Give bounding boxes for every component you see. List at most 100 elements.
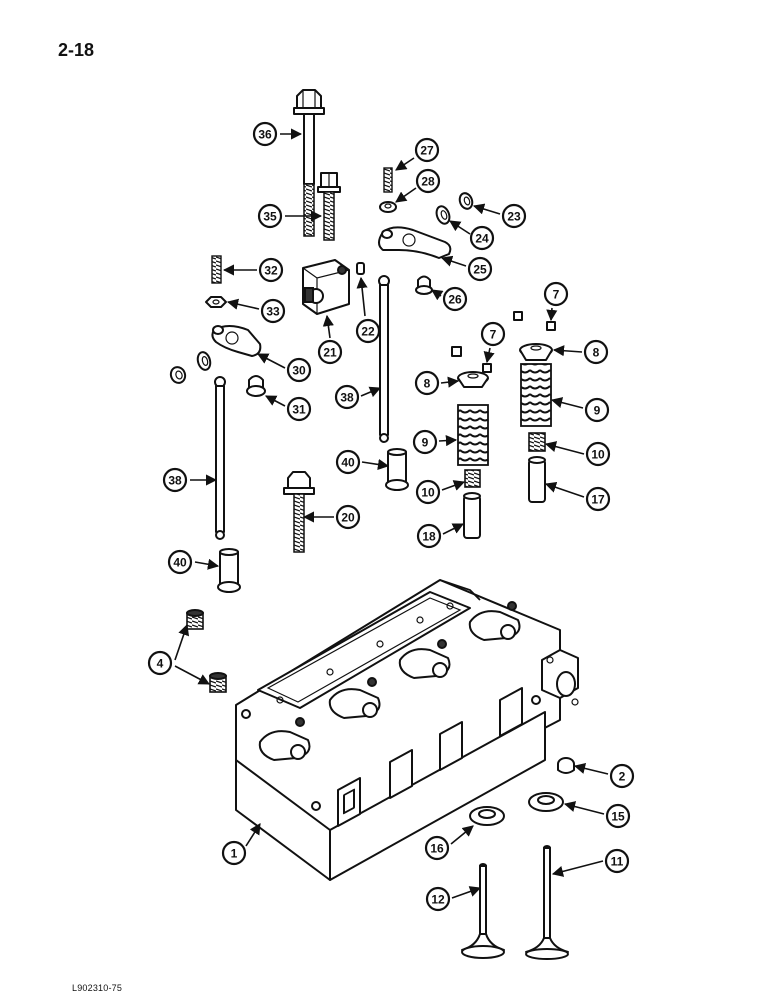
callout-number: 27 xyxy=(420,144,434,158)
callout-number: 30 xyxy=(292,364,306,378)
leader-line-7 xyxy=(546,307,558,322)
leader-line-12 xyxy=(451,886,482,899)
callout-20: 20 xyxy=(335,504,361,530)
part-head-bolt xyxy=(283,471,315,553)
part-exhaust-valve xyxy=(525,845,569,960)
callout-number: 8 xyxy=(424,377,431,391)
callout-10: 10 xyxy=(415,479,441,505)
leader-line-9 xyxy=(438,435,458,447)
part-spring-retainer-left xyxy=(457,371,489,388)
callout-number: 36 xyxy=(258,128,272,142)
part-washer-left xyxy=(196,351,212,371)
callout-number: 4 xyxy=(157,657,164,671)
leader-line-28 xyxy=(395,187,417,203)
part-valve-spring-left xyxy=(457,404,489,466)
part-cylinder-head xyxy=(235,579,579,881)
part-tappet-right xyxy=(385,448,409,491)
part-bolt-short xyxy=(317,172,341,241)
part-rocker-support xyxy=(302,259,350,315)
figure-code: L902310-75 xyxy=(72,983,123,993)
part-plug-lower xyxy=(209,672,227,693)
part-valve-guide-right xyxy=(528,456,546,503)
callout-35: 35 xyxy=(257,203,283,229)
leader-line-4 xyxy=(174,623,190,661)
callout-31: 31 xyxy=(286,396,312,422)
leader-line-8 xyxy=(552,345,583,357)
callout-9: 9 xyxy=(584,397,610,423)
callout-40: 40 xyxy=(335,449,361,475)
callout-number: 11 xyxy=(611,855,624,869)
callout-number: 7 xyxy=(553,288,560,302)
part-valve-seal-right xyxy=(528,432,546,452)
leader-line-2 xyxy=(573,762,609,775)
leader-line-9 xyxy=(550,397,584,409)
part-valve-keepers-right xyxy=(513,311,556,331)
leader-line-38 xyxy=(360,386,382,398)
callout-38: 38 xyxy=(162,467,188,493)
part-plug-upper xyxy=(186,609,204,630)
callout-27: 27 xyxy=(414,137,440,163)
callout-number: 9 xyxy=(422,436,429,450)
callout-number: 38 xyxy=(340,391,354,405)
leader-line-15 xyxy=(563,801,605,815)
callout-4: 4 xyxy=(147,650,173,676)
callout-number: 32 xyxy=(264,264,278,278)
callout-7: 7 xyxy=(480,321,506,347)
callout-number: 8 xyxy=(593,346,600,360)
part-valve-spring-right xyxy=(520,363,552,427)
callout-number: 2 xyxy=(619,770,626,784)
callout-number: 40 xyxy=(173,556,187,570)
callout-25: 25 xyxy=(467,256,493,282)
leader-line-10 xyxy=(544,441,585,455)
callout-9: 9 xyxy=(412,429,438,455)
part-retaining-ring-left xyxy=(169,366,187,384)
leader-line-27 xyxy=(395,157,415,171)
leader-line-23 xyxy=(472,203,501,215)
leader-line-24 xyxy=(449,220,471,235)
part-long-bolt xyxy=(293,89,325,237)
leader-line-1 xyxy=(245,823,261,847)
leader-line-16 xyxy=(450,825,474,845)
part-valve-guide-left xyxy=(463,492,481,539)
callout-number: 7 xyxy=(490,328,497,342)
leader-line-31 xyxy=(265,395,286,407)
callout-23: 23 xyxy=(501,203,527,229)
callout-number: 25 xyxy=(473,263,487,277)
callout-28: 28 xyxy=(415,168,441,194)
leader-line-11 xyxy=(551,860,604,877)
leader-line-21 xyxy=(322,314,334,339)
part-nut-left xyxy=(205,296,227,308)
callout-12: 12 xyxy=(425,886,451,912)
leader-line-22 xyxy=(356,276,368,317)
callout-2: 2 xyxy=(609,763,635,789)
leader-line-40 xyxy=(361,458,390,471)
callout-36: 36 xyxy=(252,121,278,147)
leader-line-4 xyxy=(174,665,210,685)
callout-17: 17 xyxy=(585,486,611,512)
part-adjusting-screw-left xyxy=(211,255,222,284)
part-valve-seat-insert-left xyxy=(469,806,505,826)
callout-number: 15 xyxy=(611,810,625,824)
callout-8: 8 xyxy=(583,339,609,365)
callout-number: 38 xyxy=(168,474,182,488)
callout-number: 10 xyxy=(421,486,435,500)
part-rocker-arm-right xyxy=(378,226,452,259)
callout-40: 40 xyxy=(167,549,193,575)
callout-7: 7 xyxy=(543,281,569,307)
part-push-rod-right xyxy=(378,275,390,443)
callout-number: 16 xyxy=(430,842,444,856)
callout-number: 10 xyxy=(591,448,605,462)
leader-line-30 xyxy=(257,353,286,369)
part-cup-plug xyxy=(557,757,575,774)
leader-line-33 xyxy=(226,298,260,310)
callout-number: 9 xyxy=(594,404,601,418)
callout-11: 11 xyxy=(604,848,630,874)
callout-21: 21 xyxy=(317,339,343,365)
leader-line-10 xyxy=(441,480,466,491)
leader-line-8 xyxy=(440,376,460,388)
callout-number: 1 xyxy=(231,847,238,861)
callout-number: 23 xyxy=(507,210,521,224)
callout-number: 17 xyxy=(591,493,605,507)
part-nut-small xyxy=(379,201,397,213)
